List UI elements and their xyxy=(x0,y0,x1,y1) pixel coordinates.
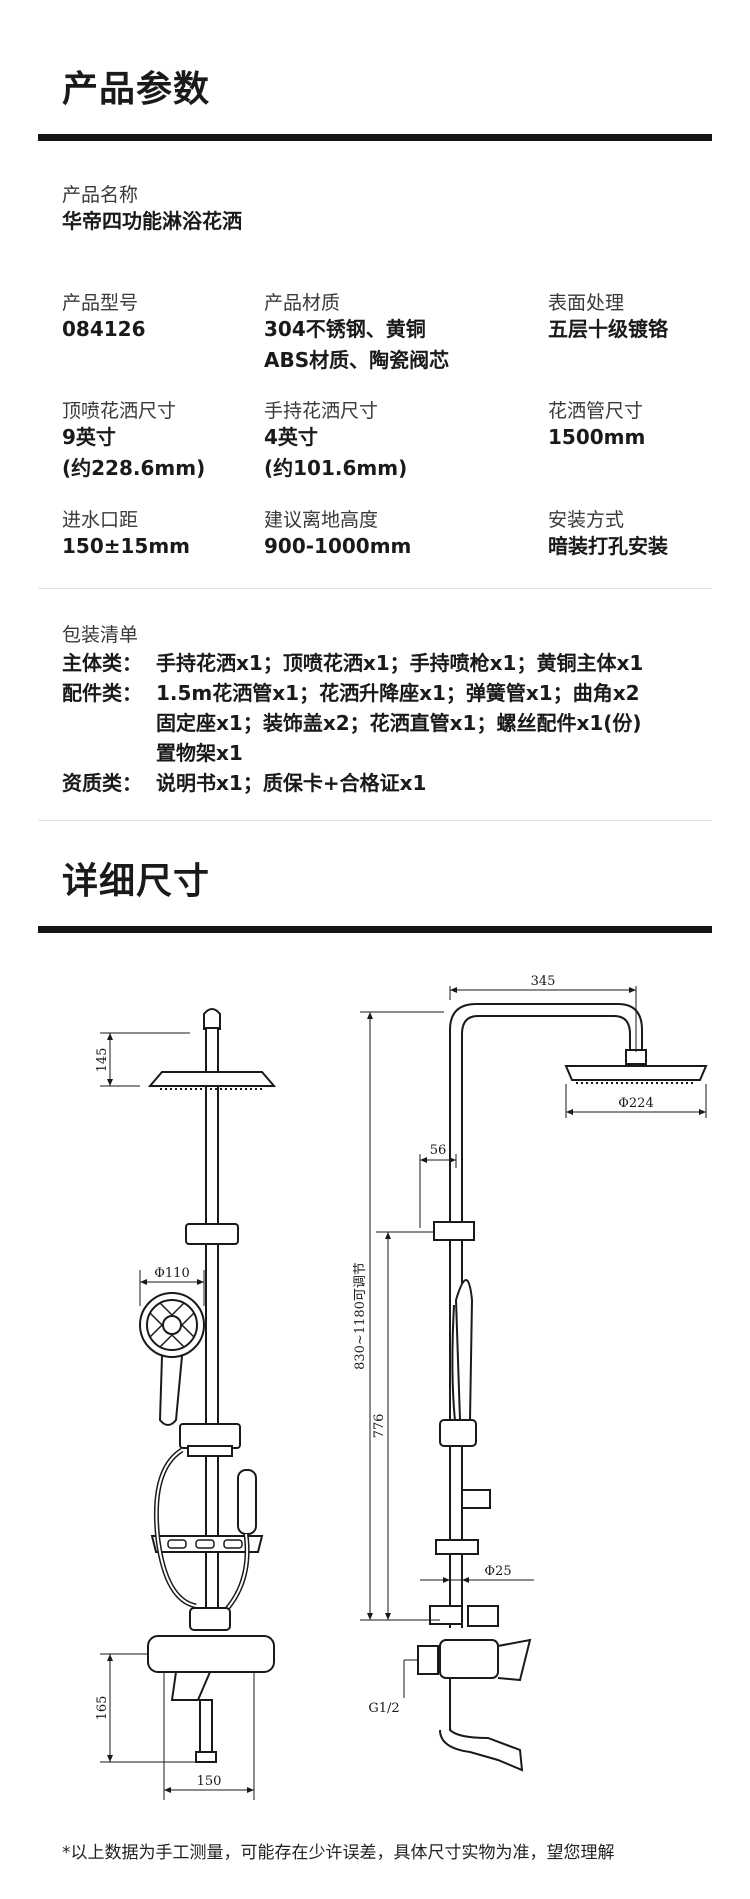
spec-label: 安装方式 xyxy=(548,509,625,531)
spec-value: 084126 xyxy=(62,317,146,341)
spec-label: 产品材质 xyxy=(264,292,341,314)
package-row: 主体类： 手持花洒x1；顶喷花洒x1；手持喷枪x1；黄铜主体x1 xyxy=(62,648,643,678)
spec-label: 表面处理 xyxy=(548,292,625,314)
package-label: 包装清单 xyxy=(62,624,139,646)
title-rule xyxy=(38,134,712,141)
spec-value: 暗装打孔安装 xyxy=(548,534,668,558)
side-dimensions xyxy=(360,986,707,1698)
dim-height: 776 xyxy=(372,1414,387,1439)
spec-label: 进水口距 xyxy=(62,509,139,531)
spec-value: 1500mm xyxy=(548,425,646,449)
package-category: 资质类： xyxy=(62,771,142,795)
spec-value: 9英寸 (约228.6mm) xyxy=(62,425,206,480)
package-items: 1.5m花洒管x1；花洒升降座x1；弹簧管x1；曲角x2 固定座x1；装饰盖x2… xyxy=(156,681,642,765)
dimension-drawing: 145 Φ110 165 150 xyxy=(95,974,708,1800)
package-items: 说明书x1；质保卡+合格证x1 xyxy=(156,771,427,795)
title-rule xyxy=(38,926,712,933)
dim-inlet-spacing: 150 xyxy=(197,1774,222,1789)
package-category: 配件类： xyxy=(62,681,142,705)
dim-pipe-diameter: Φ25 xyxy=(484,1564,511,1579)
spec-value: 五层十级镀铬 xyxy=(548,317,668,341)
spec-label-name: 产品名称 xyxy=(62,184,139,206)
divider xyxy=(38,588,712,589)
spec-label: 花洒管尺寸 xyxy=(548,400,644,422)
front-dimensions xyxy=(100,1032,255,1800)
dim-holder-offset: 56 xyxy=(430,1143,447,1158)
dim-front-bottom-height: 165 xyxy=(95,1696,110,1721)
spec-label: 顶喷花洒尺寸 xyxy=(62,400,177,422)
dim-thread: G1/2 xyxy=(368,1701,399,1716)
front-view-drawing xyxy=(139,1008,277,1763)
spec-value-name: 华帝四功能淋浴花洒 xyxy=(62,209,242,233)
footnote: *以上数据为手工测量，可能存在少许误差，具体尺寸实物为准，望您理解 xyxy=(62,1843,615,1863)
package-category: 主体类： xyxy=(62,651,142,675)
spec-value: 304不锈钢、黄铜 ABS材质、陶瓷阀芯 xyxy=(264,317,450,372)
dim-adjust-range: 830~1180可调节 xyxy=(353,1262,368,1370)
spec-value: 150±15mm xyxy=(62,534,191,558)
spec-label: 手持花洒尺寸 xyxy=(264,400,379,422)
package-row: 配件类： 1.5m花洒管x1；花洒升降座x1；弹簧管x1；曲角x2 固定座x1；… xyxy=(62,678,642,768)
divider xyxy=(38,820,712,821)
spec-label: 产品型号 xyxy=(62,292,139,314)
spec-value: 4英寸 (约101.6mm) xyxy=(264,425,408,480)
spec-value: 900-1000mm xyxy=(264,534,412,558)
package-row: 资质类： 说明书x1；质保卡+合格证x1 xyxy=(62,768,426,798)
section-title-dimensions: 详细尺寸 xyxy=(62,861,211,902)
side-view-drawing xyxy=(417,1003,708,1772)
dim-handheld-diameter: Φ110 xyxy=(154,1266,189,1281)
dim-arm-length: 345 xyxy=(531,974,556,989)
dim-front-top-height: 145 xyxy=(95,1048,110,1073)
package-items: 手持花洒x1；顶喷花洒x1；手持喷枪x1；黄铜主体x1 xyxy=(156,651,644,675)
section-title-params: 产品参数 xyxy=(62,69,211,110)
spec-label: 建议离地高度 xyxy=(264,509,379,531)
dim-head-diameter: Φ224 xyxy=(618,1096,653,1111)
